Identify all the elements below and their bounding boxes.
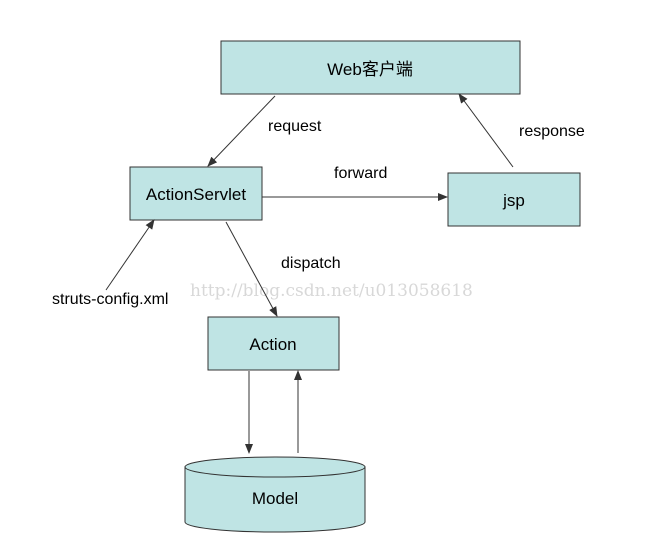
node-action-servlet: ActionServlet xyxy=(129,166,263,221)
edge-request-arrow xyxy=(207,95,276,167)
node-jsp-label: jsp xyxy=(502,191,525,210)
edge-forward-label: forward xyxy=(334,165,387,182)
node-web-client-label: Web客户端 xyxy=(327,60,413,79)
edge-struts-config-label: struts-config.xml xyxy=(52,291,168,308)
node-action-label: Action xyxy=(249,335,296,354)
watermark-text: http://blog.csdn.net/u013058618 xyxy=(190,281,473,301)
node-model: Model xyxy=(184,456,366,533)
edge-response-arrow xyxy=(458,93,514,168)
node-action: Action xyxy=(207,316,340,371)
edge-struts-config-arrow xyxy=(105,219,155,291)
edge-dispatch-arrow xyxy=(225,221,278,317)
node-jsp: jsp xyxy=(447,172,581,227)
edge-dispatch-label: dispatch xyxy=(281,255,341,272)
node-web-client: Web客户端 xyxy=(220,40,521,95)
edge-request-label: request xyxy=(268,118,322,135)
edge-response-label: response xyxy=(519,123,585,140)
node-model-label: Model xyxy=(252,489,298,508)
node-action-servlet-label: ActionServlet xyxy=(146,185,246,204)
